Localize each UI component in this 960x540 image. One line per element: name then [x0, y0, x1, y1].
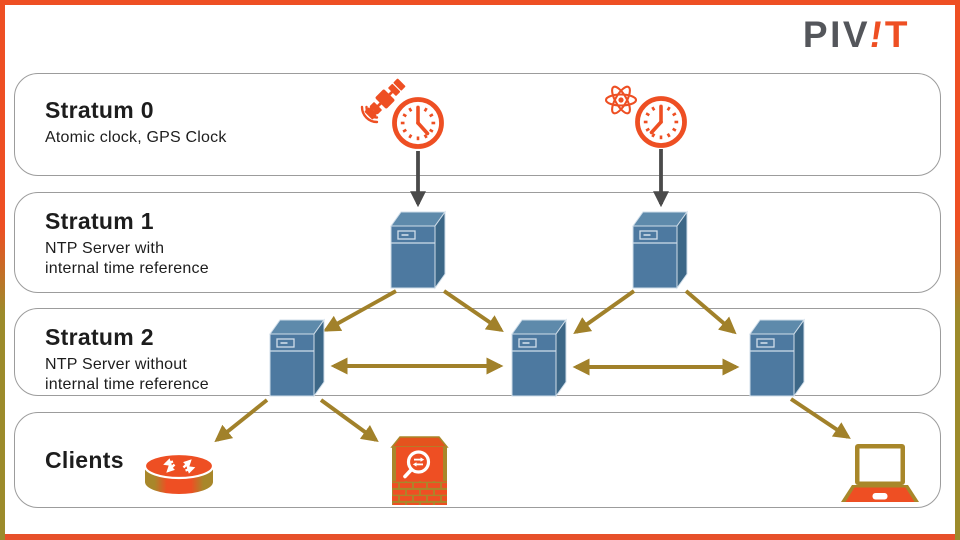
- row-title: Stratum 1: [45, 208, 154, 234]
- row-title: Stratum 2: [45, 324, 154, 350]
- frame-border-bottom: [0, 534, 960, 540]
- row-title: Clients: [45, 447, 124, 473]
- clients-text: Clients: [45, 446, 124, 475]
- clients-row: Clients: [14, 412, 941, 508]
- frame-border-right: [955, 0, 960, 540]
- stratum-0-row: Stratum 0 Atomic clock, GPS Clock: [14, 73, 941, 176]
- frame-border-left: [0, 0, 5, 540]
- row-title: Stratum 0: [45, 97, 154, 123]
- logo-gray-letters: PIV: [802, 14, 871, 55]
- row-subtitle: Atomic clock, GPS Clock: [45, 128, 227, 146]
- stratum-0-text: Stratum 0 Atomic clock, GPS Clock: [45, 96, 227, 148]
- logo-accent-letters: T: [884, 14, 910, 55]
- pivit-logo: PIV!T: [802, 14, 910, 55]
- frame-border-top: [0, 0, 960, 5]
